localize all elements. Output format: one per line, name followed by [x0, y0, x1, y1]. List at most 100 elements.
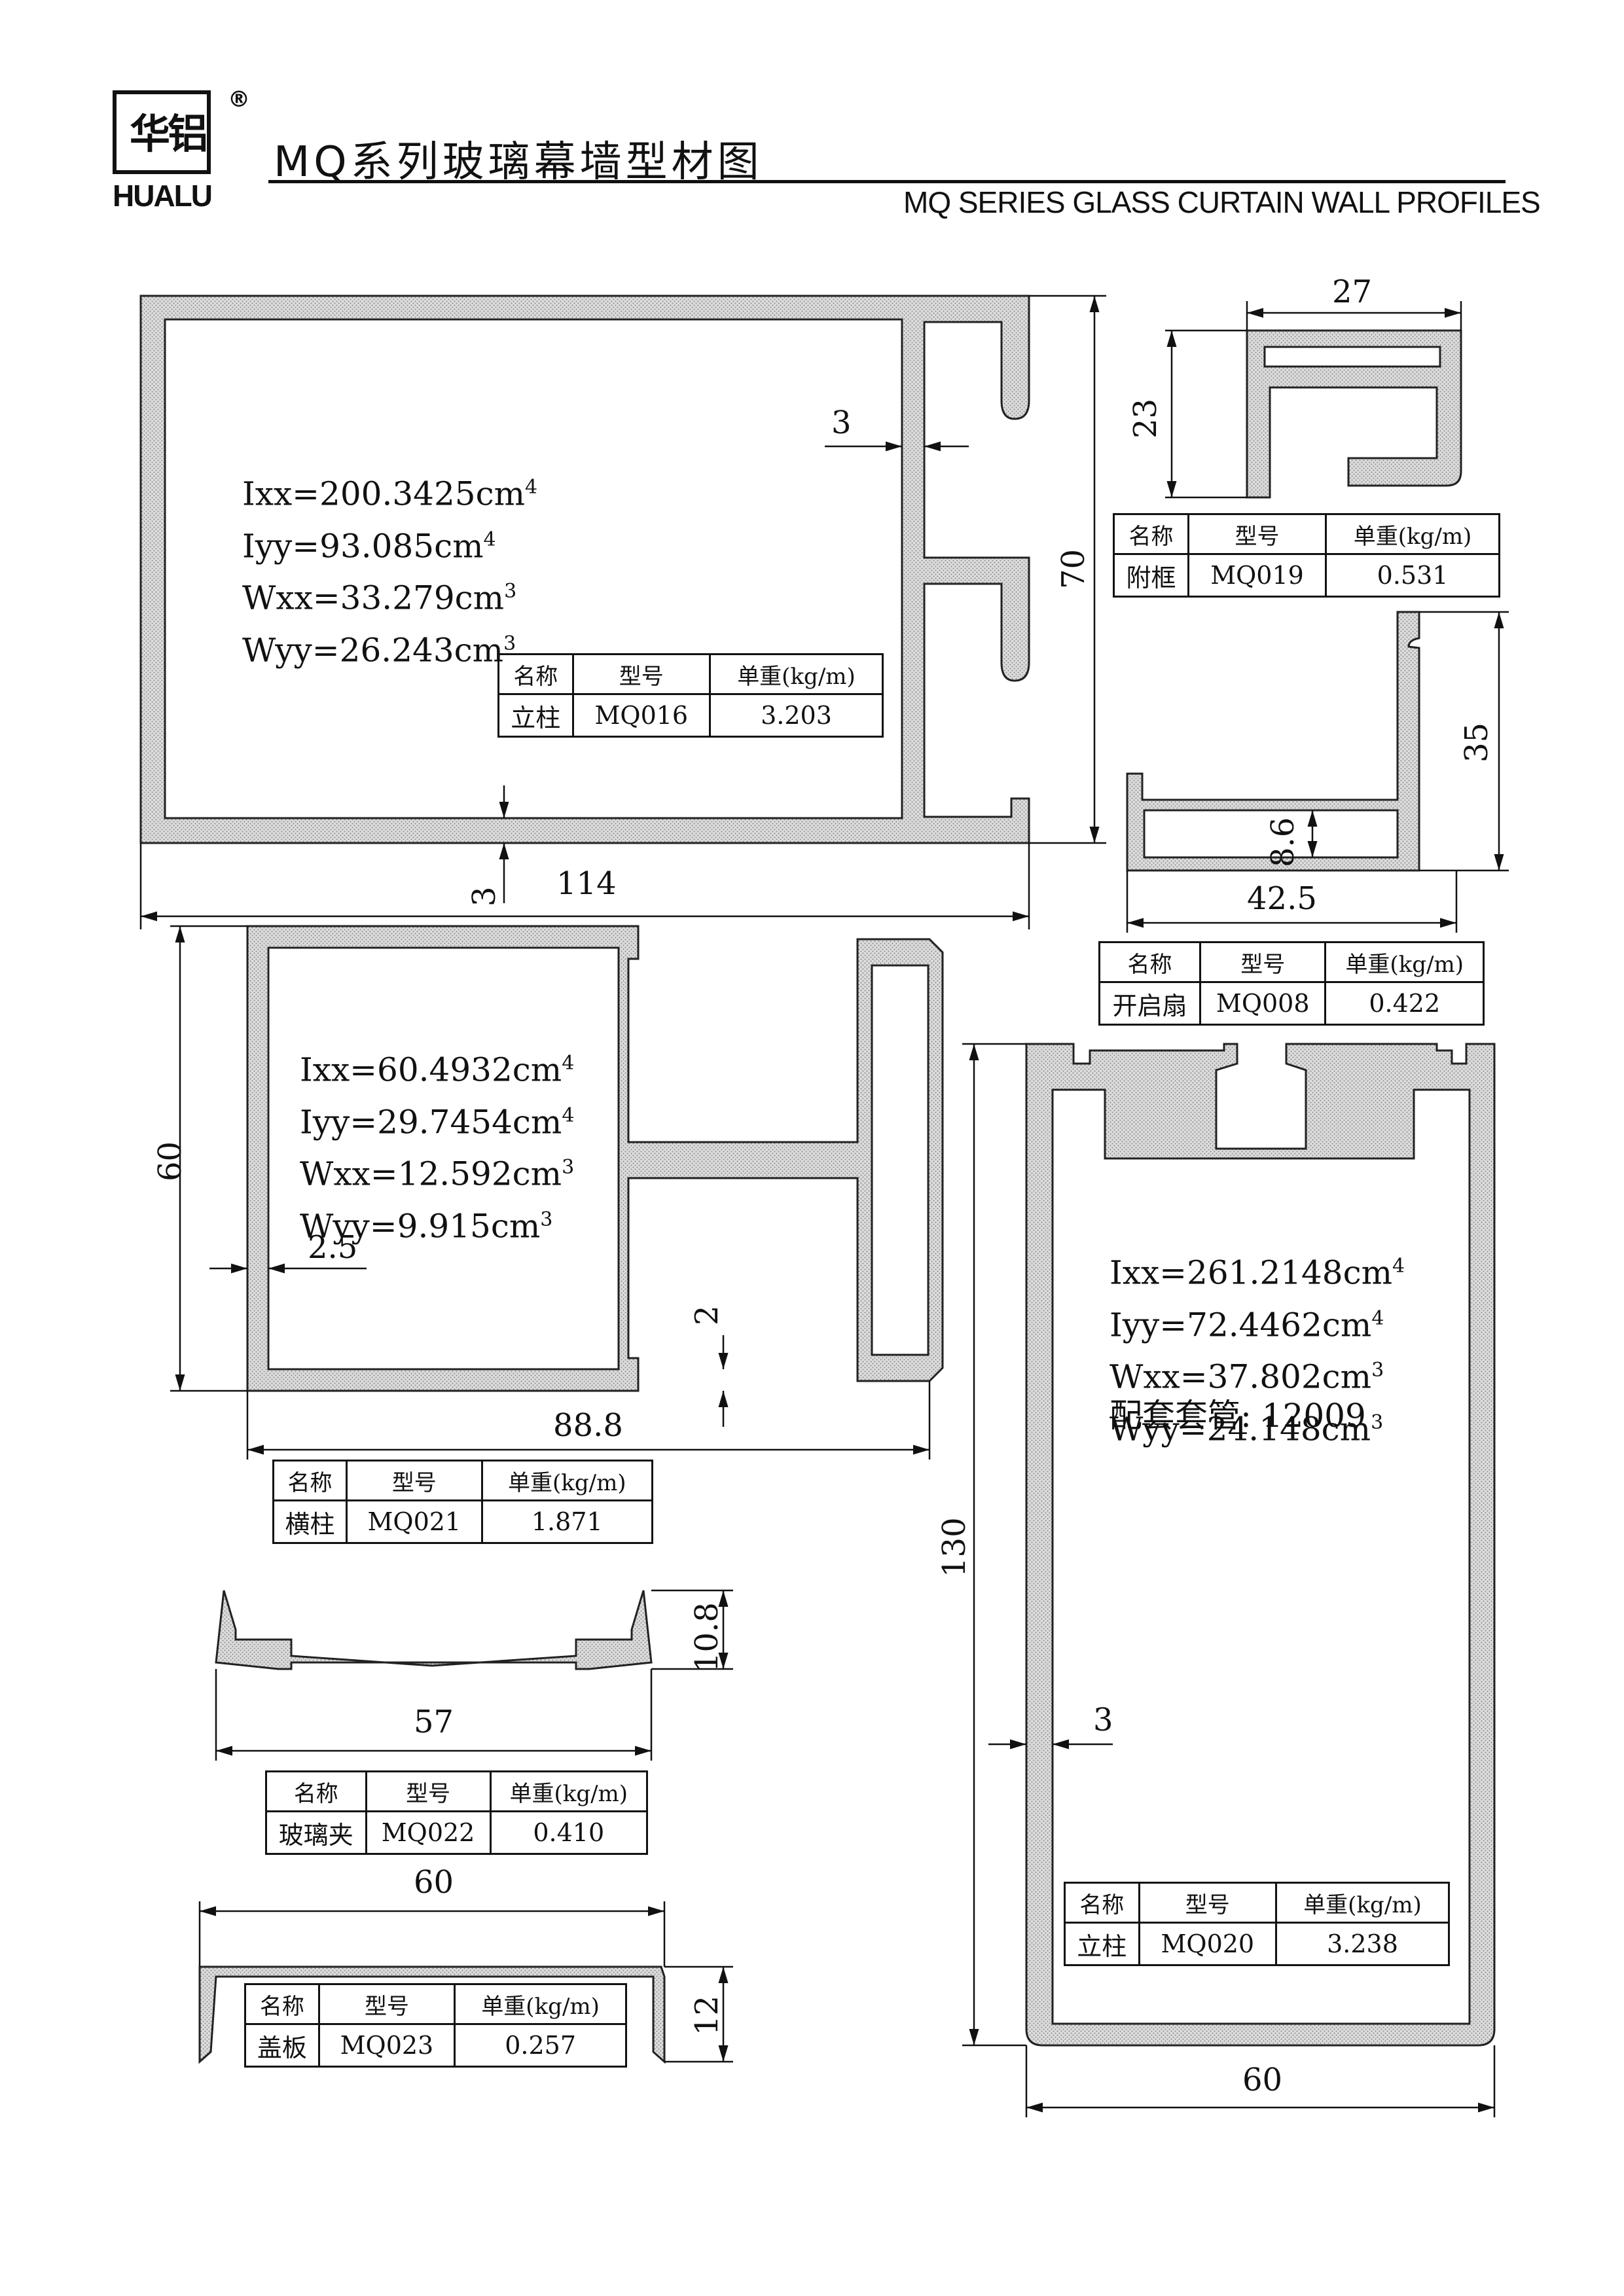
mq020-wall-dim: 3: [1093, 1702, 1113, 1738]
property-text: Iyy=93.085cm: [242, 527, 484, 565]
unit-exponent: 4: [525, 476, 538, 499]
mq019-width-dim: 27: [1332, 274, 1373, 310]
unit-exponent: 3: [1371, 1359, 1384, 1382]
logo-frame: 华铝: [113, 90, 211, 174]
header-weight: 单重(kg/m): [1274, 1882, 1451, 1924]
page-title-en: MQ SERIES GLASS CURTAIN WALL PROFILES: [903, 185, 1541, 219]
mq020-sleeve-note: 配套套管: 12009: [1110, 1397, 1366, 1435]
mq019-name: 附框: [1113, 553, 1189, 598]
mq023-height-dim: 12: [689, 1995, 725, 2036]
mq020-name: 立柱: [1064, 1922, 1140, 1966]
wxx-value: Wxx=33.279cm3: [242, 569, 537, 621]
header-model: 型号: [365, 1770, 492, 1812]
mq020-width-dim: 60: [1242, 2062, 1283, 2098]
mq019-dimensions: [1165, 301, 1462, 499]
mq021-wall2-dim: 2: [689, 1305, 725, 1325]
property-text: Iyy=29.7454cm: [300, 1103, 562, 1141]
mq022-height-dim: 10.8: [689, 1602, 725, 1672]
property-text: Ixx=261.2148cm: [1110, 1253, 1393, 1292]
mq021-width-dim: 88.8: [553, 1407, 623, 1444]
wxx-value: Wxx=37.802cm3: [1110, 1348, 1405, 1400]
wxx-value: Wxx=12.592cm3: [300, 1145, 574, 1197]
iyy-value: Iyy=93.085cm4: [242, 517, 537, 569]
mq021-wall-dim: 2.5: [308, 1229, 358, 1266]
property-text: Wxx=37.802cm: [1110, 1357, 1372, 1396]
mq016-height-dim: 70: [1055, 548, 1092, 589]
ixx-value: Ixx=60.4932cm4: [300, 1041, 574, 1093]
header-name: 名称: [272, 1460, 348, 1501]
mq016-dimensions: [139, 295, 1106, 929]
header-name: 名称: [1113, 513, 1189, 555]
mq022-weight: 0.410: [489, 1810, 649, 1855]
unit-exponent: 4: [483, 528, 496, 551]
mq020-height-dim: 130: [936, 1517, 973, 1577]
logo-chinese-text: 华铝: [130, 110, 208, 158]
mq022-model: MQ022: [365, 1810, 492, 1855]
property-text: Wyy=24.148cm: [1110, 1410, 1371, 1448]
property-text: Iyy=72.4462cm: [1110, 1306, 1372, 1344]
header-weight: 单重(kg/m): [708, 653, 884, 695]
header-weight: 单重(kg/m): [1324, 941, 1485, 983]
unit-exponent: 3: [504, 580, 517, 603]
mq019-model: MQ019: [1187, 553, 1327, 598]
header-model: 型号: [1199, 941, 1327, 983]
mq021-model: MQ021: [346, 1499, 483, 1544]
mq020-profile: [1025, 1043, 1496, 2047]
mq016-wall-bottom-dim: 3: [466, 886, 503, 906]
unit-exponent: 3: [1371, 1410, 1384, 1434]
mq022-dimensions: [215, 1589, 733, 1761]
header-model: 型号: [346, 1460, 483, 1501]
mq021-name: 横柱: [272, 1499, 348, 1544]
mq008-dimensions: [1126, 611, 1509, 933]
mq023-width-dim: 60: [414, 1864, 454, 1901]
mq023-model: MQ023: [317, 2023, 456, 2068]
mq019-weight: 0.531: [1325, 553, 1500, 598]
wyy-value: Wyy=26.243cm3: [242, 621, 537, 673]
mq019-profile: [1246, 329, 1462, 499]
mq019-height-dim: 23: [1127, 398, 1164, 439]
header-name: 名称: [1064, 1882, 1140, 1924]
mq023-weight: 0.257: [454, 2023, 627, 2068]
mq021-height-dim: 60: [152, 1141, 189, 1181]
mq016-name: 立柱: [497, 693, 574, 738]
mq016-width-dim: 114: [556, 865, 617, 902]
property-text: Wyy=26.243cm: [242, 631, 504, 670]
header-model: 型号: [317, 1983, 456, 2025]
header-weight: 单重(kg/m): [480, 1460, 654, 1501]
mq022-name: 玻璃夹: [265, 1810, 367, 1855]
header-model: 型号: [1138, 1882, 1277, 1924]
mq023-profile: [198, 1965, 666, 2064]
iyy-value: Iyy=72.4462cm4: [1110, 1296, 1405, 1348]
unit-exponent: 3: [540, 1208, 553, 1231]
mq023-dimensions: [198, 1901, 733, 2063]
header-name: 名称: [497, 653, 574, 695]
mq008-height-dim: 35: [1458, 722, 1495, 762]
unit-exponent: 3: [503, 632, 516, 655]
hualu-logo: 华铝 ® HUALU: [113, 86, 250, 213]
mq021-profile: [246, 925, 944, 1392]
mq023-name: 盖板: [244, 2023, 320, 2068]
mq008-width-dim: 42.5: [1247, 880, 1317, 917]
title-underline: [268, 180, 1506, 183]
header-weight: 单重(kg/m): [1325, 513, 1500, 555]
property-text: Ixx=200.3425cm: [242, 475, 526, 513]
mq020-weight: 3.238: [1274, 1922, 1451, 1966]
mq016-weight: 3.203: [708, 693, 884, 738]
header-weight: 单重(kg/m): [454, 1983, 627, 2025]
unit-exponent: 4: [1371, 1306, 1384, 1330]
mq008-weight: 0.422: [1324, 981, 1485, 1026]
mq016-model: MQ016: [571, 693, 711, 738]
wyy-value: Wyy=9.915cm3: [300, 1197, 574, 1249]
mq008-inner-dim: 8.6: [1265, 817, 1301, 867]
mq016-profile: [139, 295, 1030, 844]
header-name: 名称: [265, 1770, 367, 1812]
mq008-name: 开启扇: [1098, 981, 1201, 1026]
